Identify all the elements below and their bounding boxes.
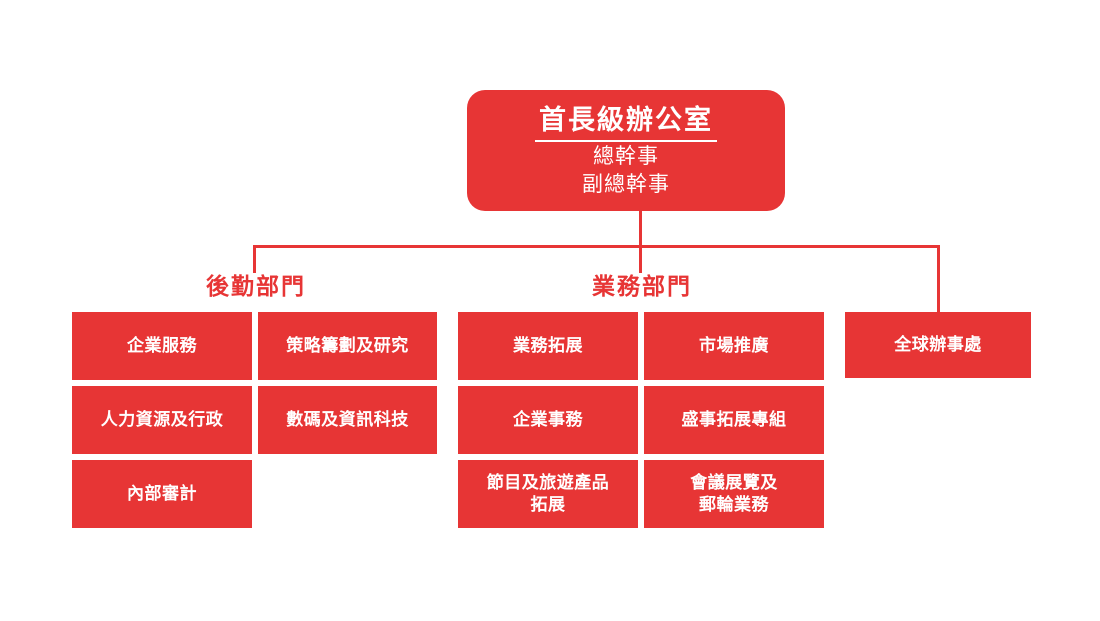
role-deputy-director-general: 副總幹事 [582, 172, 670, 196]
unit-label: 策略籌劃及研究 [286, 336, 409, 356]
unit-label: 企業服務 [127, 336, 197, 356]
unit-marketing: 市場推廣 [644, 312, 824, 380]
unit-corporate-services: 企業服務 [72, 312, 252, 380]
unit-label: 業務拓展 [513, 336, 583, 356]
dept-label-logistics: 後勤部門 [206, 274, 306, 300]
unit-mice-cruise: 會議展覽及 郵輪業務 [644, 460, 824, 528]
unit-corporate-affairs: 企業事務 [458, 386, 638, 454]
connector-business [639, 245, 642, 273]
role-director-general: 總幹事 [593, 144, 659, 168]
unit-label: 會議展覽及 郵輪業務 [690, 473, 778, 515]
connector-horizontal [253, 245, 940, 248]
top-office-title: 首長級辦公室 [535, 104, 717, 142]
unit-label: 節目及旅遊產品 拓展 [486, 473, 610, 515]
unit-human-resources-admin: 人力資源及行政 [72, 386, 252, 454]
unit-label: 盛事拓展專組 [681, 410, 787, 430]
unit-digital-it: 數碼及資訊科技 [258, 386, 437, 454]
top-office-box: 首長級辦公室 總幹事 副總幹事 [467, 90, 785, 211]
unit-programmes-tourism-products: 節目及旅遊產品 拓展 [458, 460, 638, 528]
unit-label: 全球辦事處 [894, 335, 982, 355]
unit-label: 人力資源及行政 [100, 410, 224, 430]
unit-label: 數碼及資訊科技 [286, 410, 409, 430]
connector-global [937, 245, 940, 312]
unit-label: 內部審計 [127, 484, 197, 504]
unit-label: 市場推廣 [699, 336, 769, 356]
connector-logistics [253, 245, 256, 273]
unit-label: 企業事務 [513, 410, 583, 430]
dept-label-business: 業務部門 [592, 274, 692, 300]
unit-strategic-planning-research: 策略籌劃及研究 [258, 312, 437, 380]
unit-worldwide-offices: 全球辦事處 [845, 312, 1031, 378]
connector-top-vertical [639, 211, 642, 247]
unit-internal-audit: 內部審計 [72, 460, 252, 528]
unit-mega-events: 盛事拓展專組 [644, 386, 824, 454]
unit-business-development: 業務拓展 [458, 312, 638, 380]
